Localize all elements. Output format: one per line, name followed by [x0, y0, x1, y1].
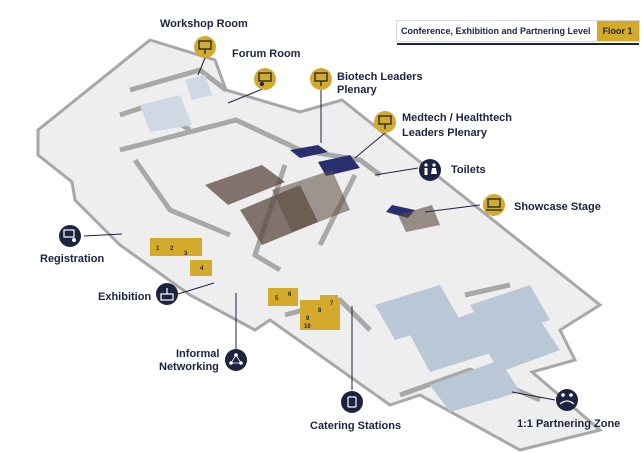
- booth-label: 8: [318, 308, 322, 314]
- toilets-icon: [419, 159, 441, 181]
- exhibition-icon: [156, 283, 178, 305]
- label-partnering-zone: 1:1 Partnering Zone: [517, 418, 621, 430]
- booth-label: 9: [306, 316, 310, 322]
- gold-badges: [194, 36, 505, 216]
- label-biotech-plenary: Plenary: [337, 84, 377, 96]
- presentation-icon: [374, 111, 396, 133]
- navy-badges: [59, 159, 578, 413]
- booth-label: 3: [184, 251, 188, 257]
- booth-label: 6: [288, 292, 292, 298]
- stage-icon: [483, 194, 505, 216]
- registration-icon: [59, 225, 81, 247]
- partnering-tables: [375, 285, 560, 412]
- booth-label: 10: [304, 324, 311, 330]
- presentation-icon: [194, 36, 216, 58]
- label-informal: Informal: [176, 348, 220, 360]
- floor-badge: Floor 1: [596, 21, 639, 41]
- plenary-stages: [290, 145, 415, 218]
- handshake-icon: [556, 389, 578, 411]
- header-underline: [397, 43, 639, 45]
- booth-label: 4: [200, 266, 204, 272]
- seating-areas: [140, 75, 440, 245]
- booth-label: 7: [330, 301, 334, 307]
- leader-lines: [83, 57, 556, 401]
- label-biotech-leaders: Biotech Leaders: [337, 71, 423, 83]
- label-catering-stations: Catering Stations: [310, 420, 402, 432]
- presentation-icon: [310, 68, 332, 90]
- booths: [150, 238, 340, 330]
- label-medtech-plenary: Leaders Plenary: [402, 127, 487, 139]
- label-forum-room: Forum Room: [232, 48, 301, 60]
- networking-icon: [225, 349, 247, 371]
- booth-label: 2: [170, 246, 174, 252]
- label-showcase-stage: Showcase Stage: [514, 201, 601, 213]
- label-toilets: Toilets: [451, 164, 486, 176]
- label-workshop-room: Workshop Room: [160, 18, 248, 30]
- booth-label: 1: [156, 246, 160, 252]
- level-header: Conference, Exhibition and Partnering Le…: [396, 20, 640, 45]
- label-registration: Registration: [40, 253, 105, 265]
- label-networking: Networking: [159, 361, 219, 373]
- label-exhibition: Exhibition: [98, 291, 152, 303]
- booth-label: 5: [275, 296, 279, 302]
- label-medtech-leaders: Medtech / Healthtech: [402, 112, 513, 124]
- speaker-icon: [254, 68, 276, 90]
- coffee-cup-icon: [341, 391, 363, 413]
- level-title: Conference, Exhibition and Partnering Le…: [401, 26, 591, 36]
